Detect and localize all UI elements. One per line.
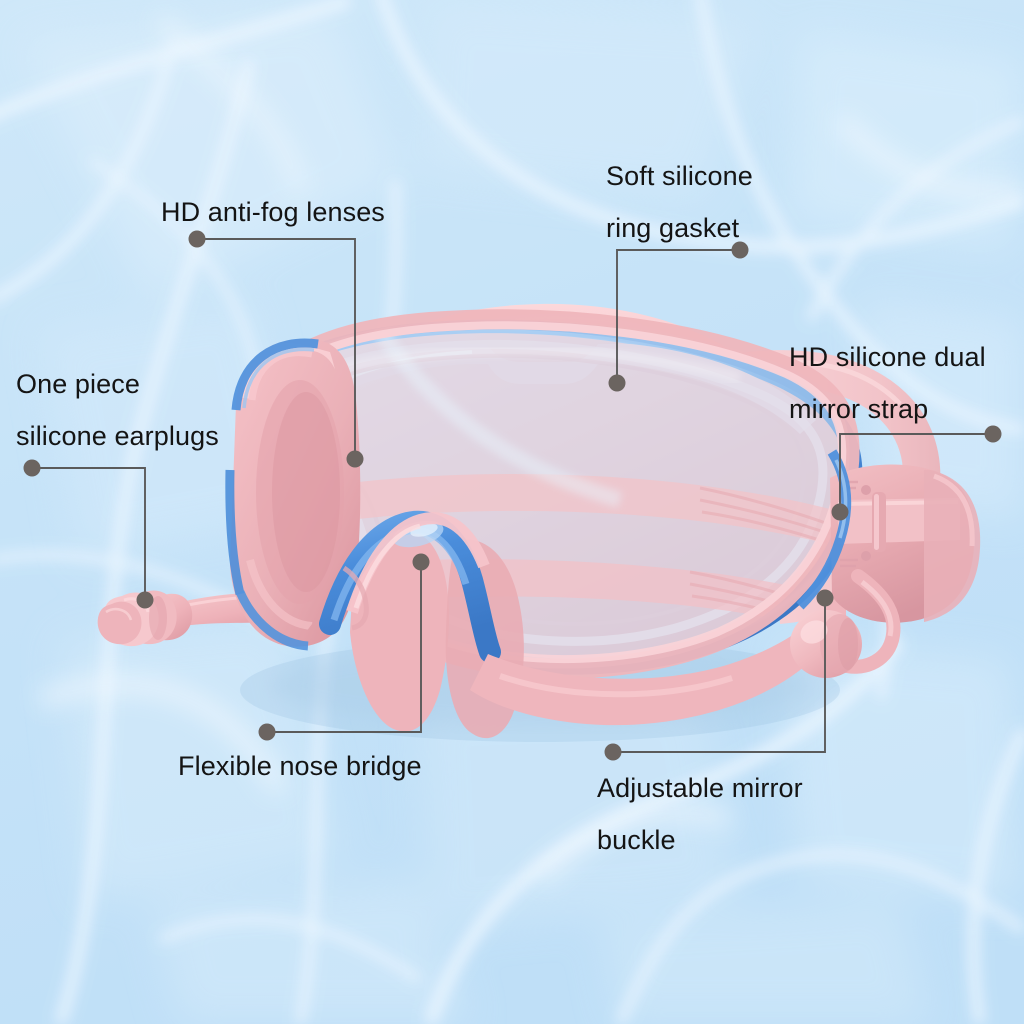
leader-line — [616, 249, 740, 383]
leader-dot — [731, 241, 749, 259]
callout-line: HD anti-fog lenses — [161, 197, 385, 227]
callout-line: Adjustable mirror — [597, 773, 803, 803]
leader-dot — [831, 503, 849, 521]
strap-anchor-hook — [342, 565, 369, 631]
callout-one-piece-silicone-earplugs: One piece silicone earplugs — [16, 358, 219, 462]
dual-mirror-strap — [924, 470, 981, 622]
leader-line — [197, 238, 356, 459]
caustic-cells — [20, 0, 1024, 1024]
callout-soft-silicone-ring-gasket: Soft silicone ring gasket — [606, 150, 753, 254]
callout-hd-anti-fog-lenses: HD anti-fog lenses — [161, 186, 385, 238]
leader-dot — [188, 230, 206, 248]
left-eye-cup — [225, 338, 361, 651]
callout-line: Soft silicone — [606, 161, 753, 191]
leader-dot — [816, 589, 834, 607]
leader-line — [32, 467, 146, 600]
callout-adjustable-mirror-buckle: Adjustable mirror buckle — [597, 762, 803, 866]
callout-line: HD silicone dual — [789, 342, 986, 372]
leader-dot — [136, 591, 154, 609]
callout-flexible-nose-bridge: Flexible nose bridge — [178, 740, 422, 792]
leader-dot — [604, 743, 622, 761]
leader-dot — [412, 553, 430, 571]
callout-line: mirror strap — [789, 394, 929, 424]
leader-line — [613, 598, 826, 753]
callout-line: One piece — [16, 369, 140, 399]
face-skirt — [470, 578, 846, 726]
leader-line — [267, 562, 422, 733]
callout-line: ring gasket — [606, 213, 740, 243]
leader-dot — [258, 723, 276, 741]
leader-line — [839, 433, 993, 512]
flexible-nose-bridge — [319, 510, 524, 739]
callout-hd-silicone-dual-mirror-strap: HD silicone dual mirror strap — [789, 331, 986, 435]
leader-dot — [984, 425, 1002, 443]
leader-dot — [608, 374, 626, 392]
callout-line: Flexible nose bridge — [178, 751, 422, 781]
caustic-highlights — [37, 15, 1024, 885]
callout-line: silicone earplugs — [16, 421, 219, 451]
callout-line: buckle — [597, 825, 676, 855]
leader-dot — [346, 450, 364, 468]
leader-dot — [23, 459, 41, 477]
